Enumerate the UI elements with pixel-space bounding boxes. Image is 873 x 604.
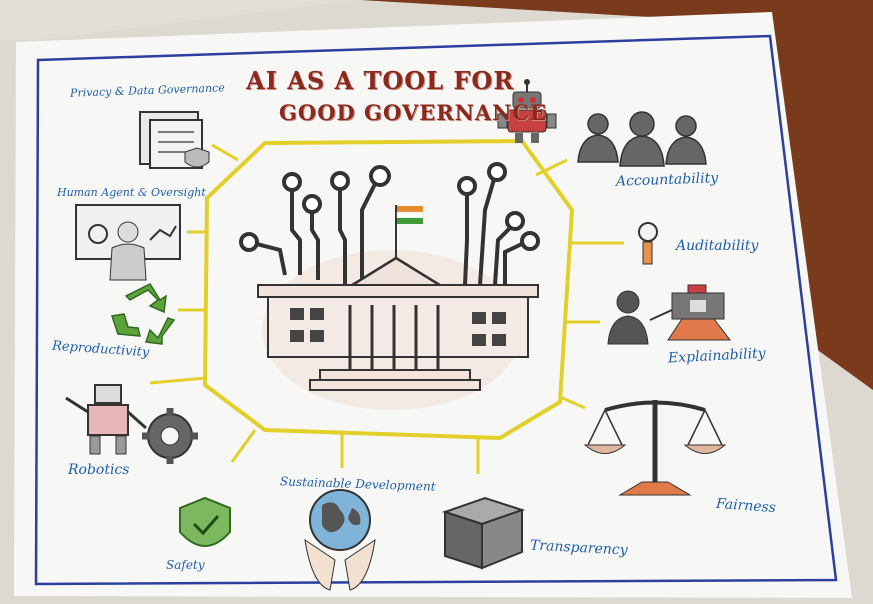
shield-check-icon [179, 496, 231, 547]
robot-icon [497, 79, 557, 143]
person-projector-icon [607, 284, 732, 345]
people-group-icon [577, 111, 707, 167]
globe-hands-icon [304, 489, 376, 591]
balance-scale-icon [583, 400, 727, 496]
poster-title-line2: GOOD GOVERNANCE [279, 100, 548, 125]
central-octagon-frame [202, 138, 575, 441]
document-shield-icon [139, 111, 210, 169]
label-robotics: Robotics [68, 462, 130, 478]
connector-arrows [149, 143, 624, 474]
cube-icon [441, 496, 526, 570]
label-safety: Safety [166, 558, 205, 572]
poster-title-line1: AI AS A TOOL FOR [246, 66, 515, 95]
robot-gear-icon [65, 384, 198, 464]
label-human-oversight: Human Agent & Oversight [57, 186, 206, 199]
magnifier-icon [638, 222, 658, 265]
presenter-screen-icon [75, 204, 181, 281]
label-auditability: Auditability [676, 238, 759, 254]
recycle-arrows-icon [111, 283, 176, 345]
government-building-circuit-icon [239, 162, 540, 410]
poster-border [34, 34, 838, 586]
